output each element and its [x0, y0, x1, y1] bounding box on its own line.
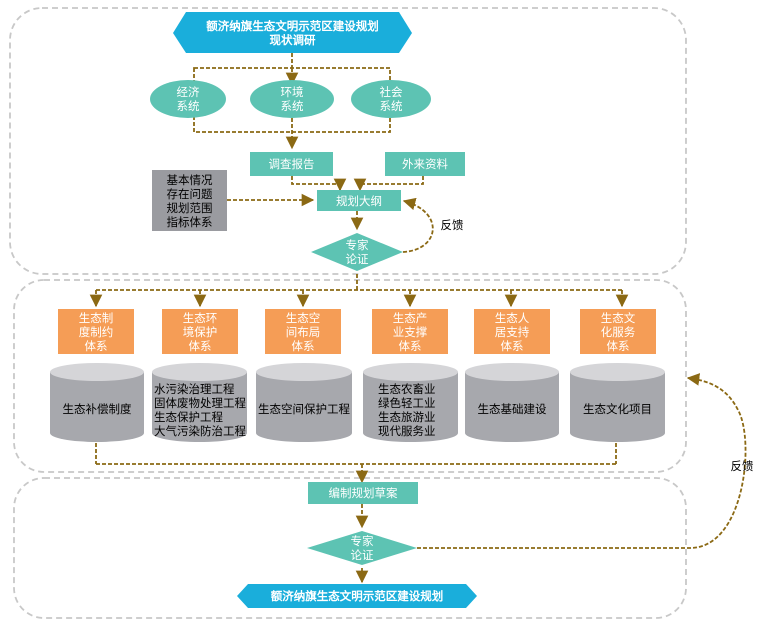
- subsystem-box-6: [580, 309, 656, 354]
- cylinder-3: [256, 363, 352, 442]
- header-hexagon: [173, 12, 412, 53]
- basic-info-box: [152, 170, 227, 231]
- subsystem-title-4: 生态产 业支撑 体系: [392, 310, 428, 353]
- subsystem-box-2: [162, 309, 238, 354]
- outline-label: 规划大纲: [336, 193, 382, 208]
- cylinder-5: [465, 363, 559, 442]
- feedback-label-2: 反馈: [730, 459, 754, 473]
- draft-label: 编制规划草案: [328, 486, 398, 500]
- section-frame-subsystems: [13, 279, 687, 473]
- subsystem-title-2: 生态环 境保护 体系: [182, 310, 218, 353]
- subsystem-detail-6: 生态文化项目: [583, 402, 652, 416]
- cylinder-6: [570, 363, 665, 442]
- subsystem-detail-4: 生态农畜业 绿色轻工业 生态旅游业 现代服务业: [378, 382, 436, 438]
- system-ellipse-economy: [150, 80, 226, 118]
- system-ellipse-society: [351, 80, 431, 118]
- subsystem-box-4: [372, 309, 448, 354]
- basic-info-label: 基本情况 存在问题 规划范围 指标体系: [166, 172, 213, 229]
- section-frame-survey: [9, 7, 687, 275]
- subsystem-detail-5: 生态基础建设: [477, 402, 547, 416]
- cylinder-1: [50, 363, 144, 442]
- header-title: 额济纳旗生态文明示范区建设规划 现状调研: [206, 18, 379, 47]
- survey-report-box: [250, 152, 333, 176]
- subsystem-detail-3: 生态空间保护工程: [258, 402, 350, 416]
- system-label-economy: 经济 系统: [176, 85, 200, 113]
- expert-review-label-1: 专家 论证: [345, 238, 369, 266]
- footer-title: 额济纳旗生态文明示范区建设规划: [270, 589, 444, 603]
- subsystem-detail-1: 生态补偿制度: [62, 402, 132, 416]
- subsystem-detail-2: 水污染治理工程 固体废物处理工程 生态保护工程 大气污染防治工程: [154, 382, 246, 438]
- system-label-environment: 环境 系统: [280, 85, 304, 113]
- subsystem-title-6: 生态文 化服务 体系: [600, 310, 636, 353]
- external-data-label: 外来资料: [402, 157, 448, 171]
- survey-report-label: 调查报告: [268, 157, 315, 171]
- subsystem-title-1: 生态制 度制约 体系: [78, 310, 114, 353]
- subsystem-box-5: [474, 309, 550, 354]
- feedback-label-1: 反馈: [440, 218, 464, 232]
- draft-box: [308, 482, 418, 504]
- system-label-society: 社会 系统: [379, 85, 403, 113]
- cylinder-2: [152, 363, 247, 442]
- system-ellipse-environment: [250, 80, 334, 118]
- subsystem-title-5: 生态人 居支持 体系: [494, 310, 530, 353]
- subsystem-box-3: [265, 309, 341, 354]
- section-frame-draft: [13, 477, 687, 619]
- external-data-box: [385, 152, 465, 176]
- cylinder-4: [363, 363, 458, 442]
- expert-review-diamond-1: [311, 233, 403, 271]
- expert-review-label-2: 专家 论证: [350, 534, 374, 562]
- footer-hexagon: [237, 584, 477, 608]
- subsystem-box-1: [58, 309, 134, 354]
- outline-box: [317, 190, 401, 211]
- expert-review-diamond-2: [307, 531, 417, 565]
- subsystem-title-3: 生态空 间布局 体系: [285, 310, 321, 353]
